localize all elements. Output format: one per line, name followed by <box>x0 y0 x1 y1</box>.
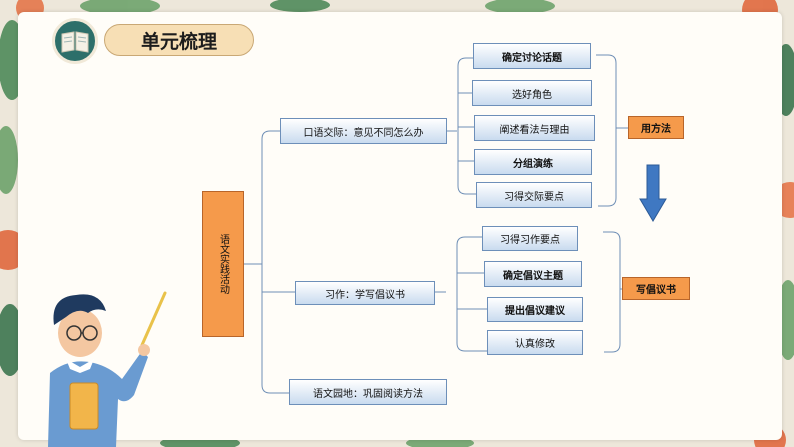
summary-box-method: 用方法 <box>628 116 684 139</box>
branch-node-garden: 语文园地：巩固阅读方法 <box>289 379 447 405</box>
teacher-illustration <box>48 291 167 447</box>
book-icon <box>52 18 98 64</box>
leaf-node: 确定倡议主题 <box>484 261 582 287</box>
leaf-node: 阐述看法与理由 <box>474 115 595 141</box>
branch-node-oral: 口语交际：意见不同怎么办 <box>280 118 447 144</box>
down-arrow-icon <box>639 164 667 222</box>
page-title: 单元梳理 <box>104 24 254 56</box>
leaf-node: 分组演练 <box>474 149 592 175</box>
summary-box-proposal: 写倡议书 <box>622 277 690 300</box>
root-node: 语文实践活动 <box>202 191 244 337</box>
leaf-node: 习得习作要点 <box>482 226 578 251</box>
leaf-node: 提出倡议建议 <box>487 297 583 322</box>
root-label: 语文实践活动 <box>217 234 229 294</box>
branch-node-writing: 习作：学写倡议书 <box>295 281 435 305</box>
content-card <box>18 12 782 440</box>
leaf-node: 确定讨论话题 <box>473 43 591 69</box>
leaf-node: 认真修改 <box>487 330 583 355</box>
leaf-node: 习得交际要点 <box>476 182 592 208</box>
leaf-node: 选好角色 <box>472 80 592 106</box>
